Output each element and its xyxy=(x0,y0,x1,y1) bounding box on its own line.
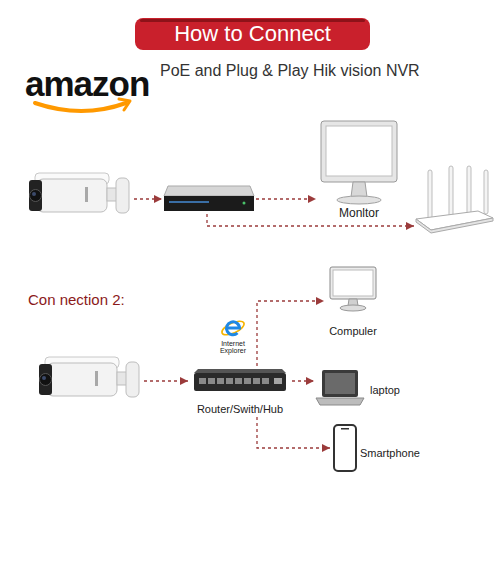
port xyxy=(217,378,224,384)
wifi-router xyxy=(416,166,493,233)
nvr-top xyxy=(164,186,254,196)
icon-swoosh xyxy=(220,318,246,337)
port xyxy=(253,378,260,384)
dashed-connector xyxy=(256,198,316,199)
router-edge xyxy=(416,218,493,233)
camera-node xyxy=(22,167,134,225)
device-label: Smartphone xyxy=(360,447,420,459)
bullet-camera xyxy=(39,357,139,397)
device-label: laptop xyxy=(370,384,400,396)
laptop-icon xyxy=(316,370,364,405)
laptop-node: laptop xyxy=(314,366,424,410)
dashed-connector xyxy=(144,380,188,381)
device-label: Compuler xyxy=(324,325,382,337)
dashed-connector xyxy=(207,214,414,226)
dashed-connector xyxy=(257,301,324,366)
nvr-stripe xyxy=(169,201,209,203)
port xyxy=(208,378,215,384)
antenna xyxy=(484,170,488,214)
computer-frame xyxy=(330,267,376,299)
computer-screen xyxy=(333,270,373,296)
port xyxy=(262,378,269,384)
icon-letter xyxy=(227,322,240,335)
icon-caption: Internet Explorer xyxy=(213,340,253,355)
network-switch xyxy=(194,369,286,391)
browser-icon xyxy=(220,318,246,337)
logo-smile xyxy=(35,103,126,111)
laptop-screen xyxy=(325,373,355,394)
title-banner xyxy=(135,18,370,50)
monitor-base xyxy=(337,196,381,204)
device-label: Monltor xyxy=(316,206,402,220)
section-label: Con nection 2: xyxy=(28,291,125,308)
laptop-lid xyxy=(322,370,358,397)
port xyxy=(199,378,206,384)
monitor-frame xyxy=(321,121,397,182)
dashed-connector xyxy=(257,417,330,448)
smartphone-icon xyxy=(334,425,356,471)
port xyxy=(244,378,251,384)
switch-node: Router/Swith/Hub xyxy=(188,366,292,417)
subtitle: PoE and Plug & Play Hik vision NVR xyxy=(160,62,420,80)
switch-top xyxy=(194,369,286,373)
nvr-led xyxy=(243,202,246,205)
phone-speaker xyxy=(341,428,349,430)
port xyxy=(235,378,242,384)
uplink-port xyxy=(274,378,282,384)
brand-logo: amazon xyxy=(25,64,149,104)
phone-body xyxy=(334,425,356,471)
camera-node xyxy=(32,351,144,409)
monitor-neck xyxy=(351,182,367,197)
router-node xyxy=(414,162,494,236)
bullet-camera xyxy=(29,173,129,213)
switch-body xyxy=(194,373,286,391)
banner-title: How to Connect xyxy=(135,18,370,50)
nvr-front xyxy=(164,196,254,211)
nvr-node xyxy=(162,184,256,214)
dashed-connector xyxy=(292,380,314,381)
computer-node: Compuler xyxy=(324,263,382,339)
phone-node: Smartphone xyxy=(330,422,452,474)
nvr-recorder xyxy=(164,186,254,211)
antenna xyxy=(467,166,471,214)
device-label: Router/Swith/Hub xyxy=(188,403,292,415)
dashed-connector xyxy=(134,198,162,199)
monitor-node: Monltor xyxy=(316,118,402,222)
monitor-icon xyxy=(321,121,397,204)
antenna xyxy=(428,170,432,222)
laptop-base xyxy=(316,398,364,405)
computer-icon xyxy=(330,267,376,311)
antenna xyxy=(449,166,453,218)
computer-base xyxy=(340,305,366,311)
monitor-screen xyxy=(326,126,392,176)
port xyxy=(226,378,233,384)
